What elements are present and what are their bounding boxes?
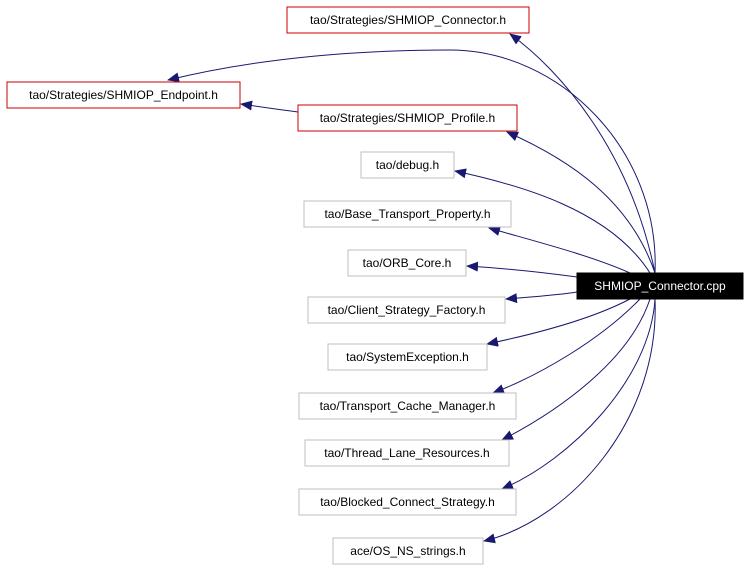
header-node[interactable]: tao/Thread_Lane_Resources.h [304,439,510,467]
header-box [298,488,517,516]
header-box [298,392,517,420]
header-node[interactable]: tao/ORB_Core.h [347,249,467,277]
edge-root-to-n5 [466,261,578,278]
header-label: tao/Strategies/SHMIOP_Endpoint.h [29,88,218,102]
header-node[interactable]: tao/Blocked_Connect_Strategy.h [298,488,517,516]
header-label: tao/Thread_Lane_Resources.h [324,446,489,460]
header-label: ace/OS_NS_strings.h [350,544,465,558]
header-node[interactable]: tao/Base_Transport_Property.h [303,200,512,228]
edge-n2-to-n1 [240,100,299,113]
edge-root-to-n1 [167,49,656,274]
edge-root-to-n6 [505,291,578,304]
header-box [332,537,484,565]
edge-root-to-n7 [486,298,631,347]
edge-root-to-n4 [488,226,631,274]
header-label: tao/Base_Transport_Property.h [324,207,490,221]
header-box [304,439,510,467]
header-label: tao/debug.h [376,158,439,172]
header-node[interactable]: tao/Client_Strategy_Factory.h [307,296,506,324]
header-label: tao/Transport_Cache_Manager.h [320,399,496,413]
edges-layer [167,33,656,544]
header-label: tao/ORB_Core.h [363,256,452,270]
source-file-label: SHMIOP_Connector.cpp [594,279,726,293]
header-label: tao/SystemException.h [346,350,469,364]
header-box [6,81,241,109]
header-box [286,6,530,34]
header-box [307,296,506,324]
header-box [303,200,512,228]
header-label: tao/Strategies/SHMIOP_Profile.h [320,111,495,125]
edge-root-to-n8 [492,298,641,394]
header-node[interactable]: tao/Strategies/SHMIOP_Endpoint.h [6,81,241,109]
edge-root-to-n10 [501,298,656,490]
edge-root-to-n2 [506,131,656,274]
header-box [297,104,518,132]
header-box [327,343,488,371]
header-label: tao/Client_Strategy_Factory.h [328,303,486,317]
edge-root-to-n3 [454,168,651,274]
header-node[interactable]: ace/OS_NS_strings.h [332,537,484,565]
header-node[interactable]: tao/debug.h [360,151,455,179]
header-node[interactable]: tao/Strategies/SHMIOP_Profile.h [297,104,518,132]
header-box [347,249,467,277]
source-file-box [576,272,744,300]
source-file-node[interactable]: SHMIOP_Connector.cpp [576,272,744,300]
header-label: tao/Strategies/SHMIOP_Connector.h [310,13,506,27]
edge-root-to-n11 [483,298,656,544]
header-node[interactable]: tao/SystemException.h [327,343,488,371]
header-box [360,151,455,179]
edge-root-to-n0 [509,33,656,274]
header-node[interactable]: tao/Strategies/SHMIOP_Connector.h [286,6,530,34]
nodes-layer: tao/Strategies/SHMIOP_Connector.h tao/Str… [6,6,744,565]
header-node[interactable]: tao/Transport_Cache_Manager.h [298,392,517,420]
header-label: tao/Blocked_Connect_Strategy.h [320,495,495,509]
edge-root-to-n9 [501,298,651,441]
